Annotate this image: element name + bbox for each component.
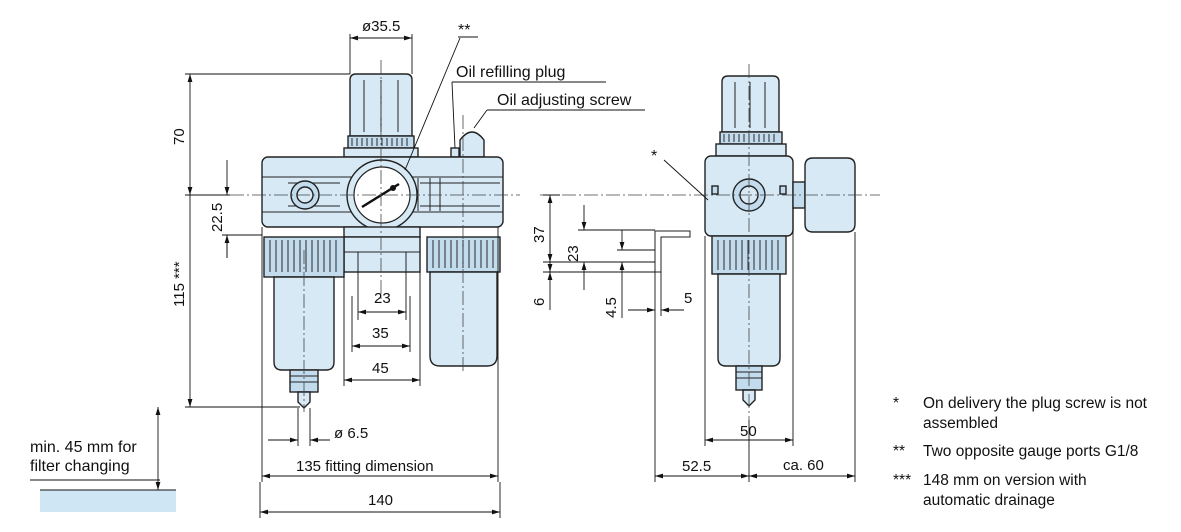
side-bowl-ribs <box>717 240 779 270</box>
dim-side-23: 23 <box>565 245 582 262</box>
label-oil-adjusting-screw: Oil adjusting screw <box>497 92 632 109</box>
dim-diameter-6-5: ø 6.5 <box>334 425 368 442</box>
dim-side-50: 50 <box>740 423 757 440</box>
front-dimension-lines <box>30 34 645 518</box>
oil-refilling-plug <box>450 147 460 158</box>
front-view <box>230 60 520 412</box>
dim-width-23: 23 <box>374 290 391 307</box>
dim-height-70: 70 <box>171 128 188 145</box>
dim-width-35: 35 <box>372 325 389 342</box>
front-dimension-texts: ø35.5 ** Oil refilling plug Oil adjustin… <box>30 18 632 509</box>
footnote-2-text: Two opposite gauge ports G1/8 <box>923 443 1139 460</box>
knob-ribs <box>351 138 408 146</box>
footnote-2: ** Two opposite gauge ports G1/8 <box>893 442 1181 464</box>
floor-line <box>40 490 176 512</box>
dim-side-5: 5 <box>684 290 692 307</box>
label-oil-refilling-plug: Oil refilling plug <box>456 64 565 81</box>
lubricator-bowl <box>426 236 501 367</box>
label-filter-changing-2: filter changing <box>30 458 130 475</box>
footnote-3: *** 148 mm on version with automatic dra… <box>893 471 1181 513</box>
side-view <box>540 64 880 420</box>
dim-height-115: 115 *** <box>171 261 188 307</box>
side-dimension-lines <box>543 159 856 482</box>
dim-width-135: 135 fitting dimension <box>296 458 434 475</box>
dim-height-22-5: 22.5 <box>209 203 226 232</box>
footnote-2-mark: ** <box>893 443 906 460</box>
footnote-1: * On delivery the plug screw is not asse… <box>893 394 1181 436</box>
footnote-1-text: On delivery the plug screw is not assemb… <box>923 395 1147 432</box>
dim-diameter-35-5: ø35.5 <box>362 18 400 35</box>
side-dimension-texts: * 37 6 23 4.5 5 50 52.5 ca. 60 <box>531 148 824 475</box>
footnote-3-text: 148 mm on version with automatic drainag… <box>923 472 1087 509</box>
filter-ribs <box>269 240 337 272</box>
gauge-ports-mark: ** <box>458 22 470 39</box>
oil-adjusting-screw <box>459 131 485 158</box>
dim-width-140: 140 <box>368 492 393 509</box>
dim-side-52-5: 52.5 <box>682 458 711 475</box>
center-block <box>343 226 421 273</box>
dim-side-6: 6 <box>531 298 548 306</box>
dim-side-ca60: ca. 60 <box>783 457 824 474</box>
label-filter-changing-1: min. 45 mm for <box>30 439 137 456</box>
lubricator-ribs <box>432 240 494 268</box>
footnote-3-mark: *** <box>893 472 912 489</box>
dim-side-4-5: 4.5 <box>603 297 620 318</box>
footnote-1-mark: * <box>893 395 900 412</box>
plug-screw-mark: * <box>651 148 657 165</box>
dim-width-45: 45 <box>372 360 389 377</box>
dim-side-37: 37 <box>531 226 548 243</box>
